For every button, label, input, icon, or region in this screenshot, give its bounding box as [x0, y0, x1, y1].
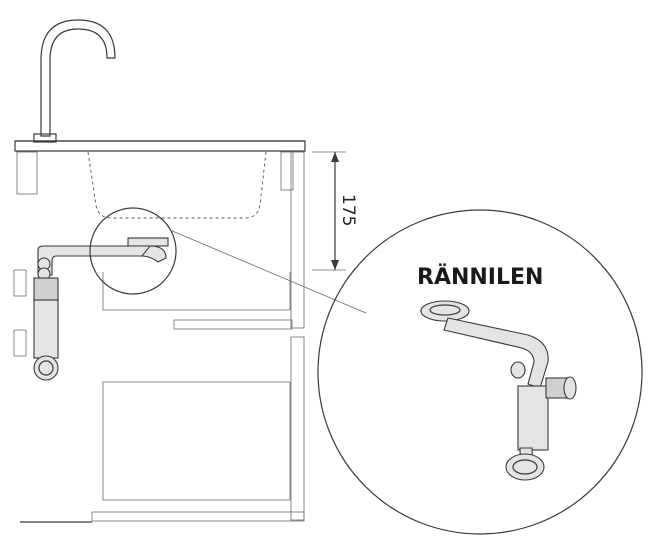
countertop — [14, 140, 306, 152]
product-name: RÄNNILEN — [417, 264, 543, 290]
faucet — [33, 19, 116, 143]
cabinet-walls — [16, 151, 305, 523]
zoomed-siphon — [420, 300, 577, 481]
drawers — [102, 272, 291, 501]
sink-basin — [87, 151, 267, 219]
magnifier-callout — [89, 207, 367, 314]
zoom-detail: RÄNNILEN — [317, 209, 643, 535]
dimension-175: 175 — [312, 151, 358, 271]
dimension-value: 175 — [338, 194, 358, 226]
drain-siphon — [13, 237, 169, 381]
